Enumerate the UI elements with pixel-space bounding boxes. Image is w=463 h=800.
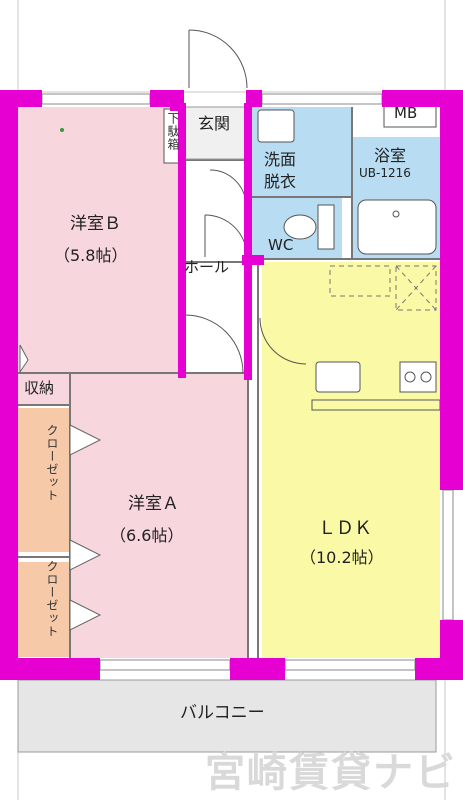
entrance-label: 玄関 (198, 114, 231, 133)
balcony-floor (17, 679, 437, 753)
bath-drain (392, 210, 400, 218)
overhead-cabinets (329, 265, 437, 311)
western-b-floor (18, 107, 182, 373)
closet-2-floor (18, 562, 70, 657)
watermark: 宮崎賃貸ナビ (205, 750, 457, 796)
outlet-dot (60, 128, 64, 132)
mb-label: MB (394, 104, 418, 122)
closet-2-label: クローゼット (45, 560, 59, 638)
western-a-name: 洋室Ａ (128, 494, 179, 514)
burner-left (404, 371, 416, 383)
ldk-floor (262, 262, 440, 658)
burner-right (420, 371, 432, 383)
toilet-tank (317, 204, 335, 250)
bathtub (357, 199, 437, 255)
ldk-size: （10.2帖） (300, 548, 384, 567)
western-b-name: 洋室Ｂ (70, 214, 121, 234)
exterior-walls (0, 90, 463, 680)
balcony-label: バルコニー (180, 703, 265, 723)
hall-label: ホール (184, 258, 230, 276)
western-a-floor (70, 373, 248, 658)
closet-1-label: クローゼット (45, 424, 59, 502)
sink-basin (257, 109, 295, 143)
closet-1-floor (18, 408, 70, 552)
western-a-size: （6.6帖） (110, 526, 184, 545)
counter (311, 399, 441, 411)
shoe-box-label: 下駄箱 (166, 112, 180, 151)
storage-label: 収納 (24, 379, 55, 397)
washroom-line1: 洗面 (264, 150, 297, 169)
entrance-floor (183, 106, 247, 160)
bathroom-name: 浴室 (374, 146, 407, 165)
kitchen-sink (315, 361, 361, 393)
fixtures (257, 109, 441, 411)
western-b-size: （5.8帖） (54, 246, 128, 265)
storage-floor (18, 373, 70, 405)
closet-door-marks (19, 344, 102, 631)
bathroom-model: UB-1216 (359, 166, 411, 180)
wc-label: WC (268, 236, 294, 254)
ldk-name: ＬＤＫ (318, 518, 372, 539)
toilet-bowl (283, 214, 317, 240)
washroom-line2: 脱衣 (264, 172, 297, 191)
